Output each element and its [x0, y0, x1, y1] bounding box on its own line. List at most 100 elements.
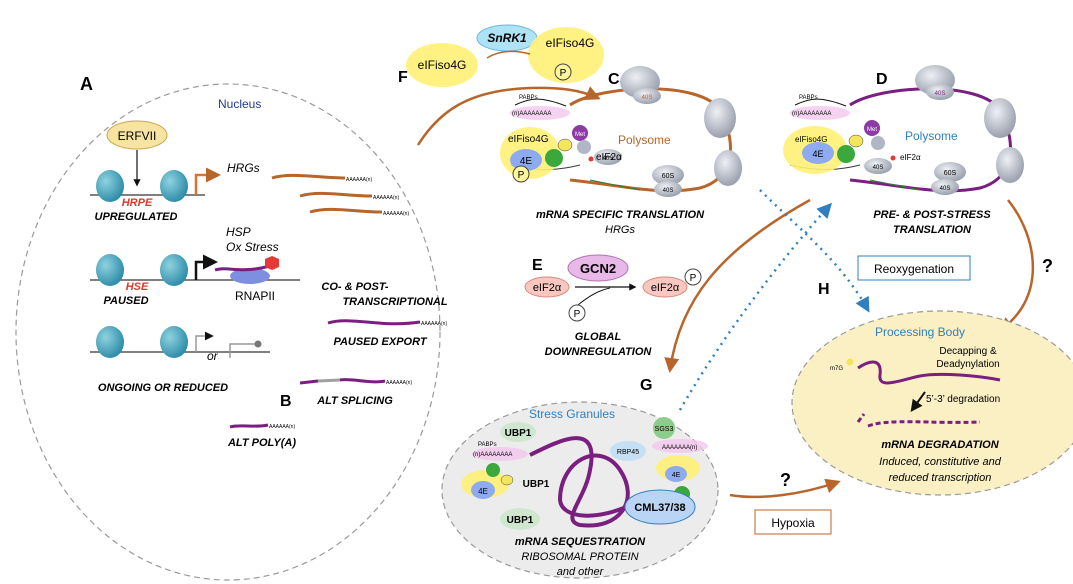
panel-label-e: E [532, 257, 543, 274]
svg-text:60S: 60S [662, 173, 675, 180]
stress-granules-caption-3: and other [557, 566, 605, 578]
phospho-label-e-out: P [690, 273, 697, 284]
stress-granules-region: G Stress Granules UBP1 SGS3 RBP45 PABPs … [441, 377, 719, 579]
processing-body-region: Processing Body Decapping & Deadynylatio… [791, 310, 1073, 496]
or-label: or [207, 349, 219, 363]
question-mark-right: ? [1042, 256, 1053, 276]
nucleosome-6 [160, 326, 188, 358]
processing-body-caption-3: reduced transcription [889, 472, 992, 484]
svg-text:40S: 40S [642, 95, 653, 101]
nucleus-title: Nucleus [218, 97, 261, 111]
svg-text:AAAAAA(n): AAAAAA(n) [421, 321, 447, 327]
e4-right-label: 4E [672, 472, 681, 479]
polya-label-c: (n)AAAAAAAA [512, 111, 551, 117]
polysome-d-region: D PABPs (n)AAAAAAAA 40S 60S 40S 40S eIFi… [783, 65, 1024, 236]
decapping-label-2: Deadynylation [936, 359, 999, 370]
co-post-label-2: TRANSCRIPTIONAL [342, 296, 447, 308]
ribosome-d-2 [984, 98, 1016, 138]
gcn2-caption-1: GLOBAL [575, 331, 622, 343]
panel-label-f: F [398, 69, 408, 86]
hrgs-label: HRGs [227, 161, 260, 175]
polysome-d-caption-2: TRANSLATION [893, 224, 972, 236]
eifiso4g-right-label: eIFiso4G [546, 36, 595, 50]
nucleosome-5 [96, 326, 124, 358]
phospho-label-c: P [518, 170, 525, 181]
nucleosome-4 [160, 254, 188, 286]
ribosome-d-3 [996, 147, 1024, 183]
ongoing-label: ONGOING OR REDUCED [98, 382, 228, 394]
stop-icon [265, 256, 279, 270]
svg-text:40S: 40S [935, 91, 946, 97]
phospho-label-e-in: P [574, 309, 581, 320]
polysome-c-title: Polysome [618, 133, 671, 147]
polysome-c-caption-2: HRGs [605, 224, 635, 236]
panel-label-d: D [876, 71, 888, 88]
question-mark-bottom: ? [780, 470, 791, 490]
svg-text:AAAAAA(n): AAAAAA(n) [373, 195, 399, 201]
processing-body-title: Processing Body [875, 325, 965, 339]
reoxygenation-label: Reoxygenation [874, 262, 954, 276]
stress-granules-title: Stress Granules [529, 407, 615, 421]
panel-label-c: C [608, 71, 620, 88]
paused-export-label: PAUSED EXPORT [333, 336, 427, 348]
ribosome-60s-c [652, 165, 684, 185]
gcn2-caption-2: DOWNREGULATION [545, 346, 653, 358]
nucleosome-2 [160, 170, 188, 202]
stress-granules-caption-2: RIBOSOMAL PROTEIN [521, 551, 638, 563]
hrpe-label: HRPE [122, 197, 153, 209]
e4-label-d: 4E [812, 149, 823, 159]
gcn2-label: GCN2 [580, 261, 616, 276]
snrk1-label: SnRK1 [487, 31, 527, 45]
decapping-label-1: Decapping & [939, 346, 997, 357]
polysome-d-caption-1: PRE- & POST-STRESS [873, 209, 991, 221]
e4-label-c: 4E [520, 156, 533, 167]
hypoxia-label: Hypoxia [771, 516, 815, 530]
svg-text:AAAAAA(n): AAAAAA(n) [269, 424, 295, 430]
panel-label-b: B [280, 393, 292, 410]
stress-granules-caption-1: mRNA SEQUESTRATION [515, 536, 646, 548]
e4-left-label: 4E [478, 487, 488, 496]
reoxygenation-box: Reoxygenation [857, 255, 971, 281]
co-post-label-1: CO- & POST- [321, 281, 389, 293]
hsp-label: HSP [226, 225, 251, 239]
hse-label: HSE [126, 281, 149, 293]
met-label-d: Met [867, 127, 877, 133]
upregulated-label: UPREGULATED [95, 211, 178, 223]
polya-right-label: AAAAAAA(n) [662, 445, 697, 451]
eif2a-right-label: eIF2α [651, 282, 680, 294]
ubp1-top-label: UBP1 [505, 428, 532, 439]
polysome-d-title: Polysome [905, 129, 958, 143]
met-label-c: Met [575, 132, 585, 138]
eifiso4g-label-c: eIFiso4G [508, 134, 549, 145]
pabps-label-c: PABPs [519, 95, 538, 101]
snrk1-region: F eIFiso4G SnRK1 eIFiso4G P [398, 24, 604, 146]
polya-left-label: (n)AAAAAAAA [473, 452, 512, 458]
eif2a-left-label: eIF2α [533, 282, 562, 294]
pabps-label-d: PABPs [799, 95, 818, 101]
ribosome-c-3 [714, 150, 742, 186]
panel-label-h: H [818, 281, 830, 298]
rnapii-shape [230, 268, 270, 284]
polysome-c-caption-1: mRNA SPECIFIC TRANSLATION [536, 209, 705, 221]
rbp45-label: RBP45 [617, 449, 639, 456]
hypoxia-box: Hypoxia [754, 509, 832, 535]
svg-text:40S: 40S [873, 165, 884, 171]
svg-text:60S: 60S [944, 170, 957, 177]
svg-text:40S: 40S [603, 156, 614, 162]
ubp1-bot-label: UBP1 [507, 515, 534, 526]
alt-splicing-label: ALT SPLICING [316, 395, 393, 407]
erfvii-label: ERFVII [118, 129, 157, 143]
alt-polya-label: ALT POLY(A) [227, 437, 296, 449]
nucleosome-3 [96, 254, 124, 286]
rnapii-label: RNAPII [235, 289, 275, 303]
m7g-label: m7G [830, 366, 843, 372]
ubp1-mid-label: UBP1 [523, 479, 550, 490]
eifiso4g-left-label: eIFiso4G [418, 58, 467, 72]
gcn2-region: E GCN2 eIF2α P eIF2α P GLOBAL DOWNREGULA… [524, 254, 702, 358]
svg-text:AAAAAA(n): AAAAAA(n) [383, 211, 409, 217]
ribosome-60s-d [934, 162, 966, 182]
ribosome-c-2 [704, 98, 736, 138]
ox-stress-label: Ox Stress [226, 240, 279, 254]
pabps-label-sg: PABPs [478, 442, 497, 448]
